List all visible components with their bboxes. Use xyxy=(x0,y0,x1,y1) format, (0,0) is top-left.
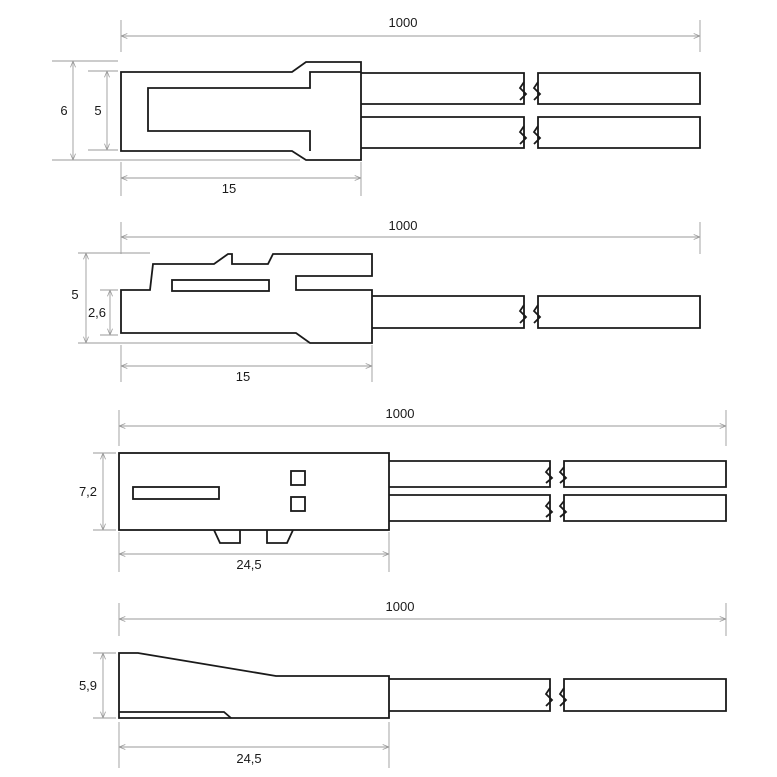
connector-1: 1000 6 5 xyxy=(52,15,701,196)
connector-body-3 xyxy=(118,452,390,531)
connector-4: 1000 5,9 24,5 xyxy=(79,599,727,768)
height-dimension-4: 5,9 xyxy=(79,652,116,719)
connector-latch-3a xyxy=(213,529,241,544)
body-dimension-1: 15 xyxy=(120,162,362,196)
wire-3b xyxy=(389,494,727,522)
connector-slot-3 xyxy=(132,486,220,500)
wire-4 xyxy=(389,678,727,712)
body-label-3: 24,5 xyxy=(236,557,261,572)
connector-body-2 xyxy=(120,253,373,344)
height-dimension-1: 6 xyxy=(52,60,300,161)
body-label-4: 24,5 xyxy=(236,751,261,766)
wire-3a xyxy=(389,460,727,488)
height-label-1: 6 xyxy=(60,103,67,118)
inner-height-dimension-2: 2,6 xyxy=(88,289,118,336)
height-label-4: 5,9 xyxy=(79,678,97,693)
body-dimension-4: 24,5 xyxy=(118,722,390,768)
inner-height-label-2: 2,6 xyxy=(88,305,106,320)
length-dimension-2: 1000 xyxy=(120,218,701,254)
connector-body-1 xyxy=(120,61,362,161)
length-label-1: 1000 xyxy=(389,15,418,30)
connector-crimp-4 xyxy=(119,711,232,719)
connector-slot-1 xyxy=(147,71,361,151)
wire-1b xyxy=(361,116,701,149)
connector-3: 1000 7,2 24,5 xyxy=(79,406,727,572)
connector-body-4 xyxy=(118,652,390,719)
body-label-1: 15 xyxy=(222,181,236,196)
height-dimension-3: 7,2 xyxy=(79,452,116,531)
length-dimension-4: 1000 xyxy=(118,599,727,636)
inner-height-dimension-1: 5 xyxy=(88,70,118,151)
height-dimension-2: 5 xyxy=(71,252,310,344)
body-label-2: 15 xyxy=(236,369,250,384)
length-label-3: 1000 xyxy=(386,406,415,421)
inner-height-label-1: 5 xyxy=(94,103,101,118)
length-dimension-3: 1000 xyxy=(118,406,727,446)
body-dimension-3: 24,5 xyxy=(118,532,390,572)
height-label-2: 5 xyxy=(71,287,78,302)
wire-1a xyxy=(361,72,701,105)
body-dimension-2: 15 xyxy=(120,345,373,384)
connector-slot-2 xyxy=(171,279,270,292)
connector-window-3b xyxy=(290,496,306,512)
connector-window-3a xyxy=(290,470,306,486)
length-label-4: 1000 xyxy=(386,599,415,614)
length-label-2: 1000 xyxy=(389,218,418,233)
length-dimension-1: 1000 xyxy=(120,15,701,52)
wire-2 xyxy=(372,295,701,329)
connector-2: 1000 5 2,6 15 xyxy=(71,218,701,384)
connector-latch-3b xyxy=(266,529,294,544)
height-label-3: 7,2 xyxy=(79,484,97,499)
